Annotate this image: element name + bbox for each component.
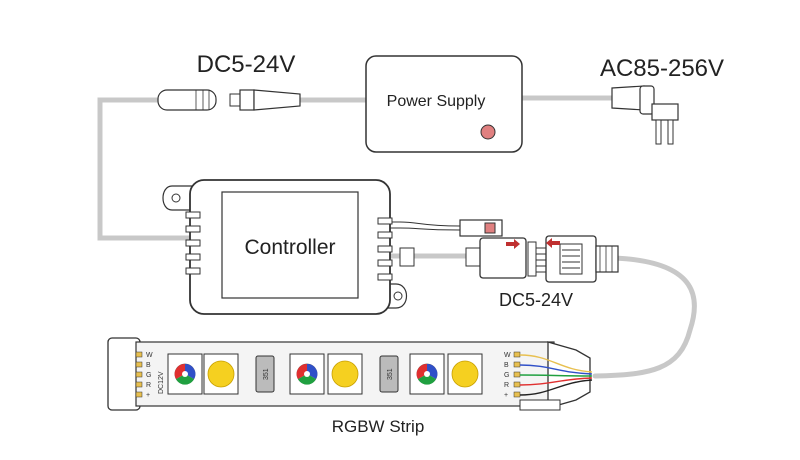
led-group-1: 351 <box>167 353 275 395</box>
right-pins: W B G R + <box>504 351 521 399</box>
left-pin-g: G <box>146 372 151 379</box>
wire-black <box>519 379 593 396</box>
dc-female-jack <box>157 89 217 111</box>
dc-output-label: DC5-24V <box>499 290 573 310</box>
ir-sensor <box>459 219 503 237</box>
ac-input-label: AC85-256V <box>600 55 724 82</box>
wire-blue <box>519 364 593 375</box>
thin-leads <box>388 221 461 231</box>
wire-red <box>519 377 593 386</box>
resistor-1 <box>255 355 275 393</box>
wire-green <box>519 374 593 377</box>
female-connector <box>479 237 527 279</box>
cable-output-to-strip <box>592 255 697 379</box>
dc-male-plug <box>229 89 301 111</box>
controller-label: Controller <box>244 236 335 259</box>
left-pins: W B G R + <box>135 351 153 399</box>
arrow-icon-2 <box>546 238 560 248</box>
ac-plug <box>611 85 679 145</box>
dc-input-label: DC5-24V <box>197 51 296 78</box>
wire-white <box>519 354 593 373</box>
rgbw-strip: W B G R + DC12V 351 <box>107 337 593 411</box>
left-pin-b: B <box>146 362 151 369</box>
left-pin-r: R <box>146 382 151 389</box>
left-pin-plus: + <box>146 392 150 399</box>
strip-wires <box>519 354 593 396</box>
lead-to-ir-sensor-2 <box>388 227 461 231</box>
left-pin-w: W <box>146 352 153 359</box>
power-supply-label: Power Supply <box>387 93 486 110</box>
arrow-icon <box>506 239 520 249</box>
strip-voltage-label: DC12V <box>158 371 165 394</box>
led-group-3 <box>409 353 483 395</box>
right-pin-r: R <box>504 382 509 389</box>
right-pin-g: G <box>504 372 509 379</box>
right-pin-b: B <box>504 362 509 369</box>
strip-label: RGBW Strip <box>332 417 425 436</box>
psu-indicator-led <box>480 124 496 140</box>
lead-to-ir-sensor <box>388 221 461 227</box>
controller <box>162 179 408 315</box>
resistor-2 <box>379 355 399 393</box>
power-supply <box>365 55 523 153</box>
cable-dc-jack-to-controller <box>97 97 195 241</box>
right-pin-plus: + <box>504 392 508 399</box>
male-pin-header <box>527 235 619 283</box>
right-pin-w: W <box>504 352 511 359</box>
led-group-2: 351 <box>289 353 399 395</box>
chip-code-2: 351 <box>387 368 394 380</box>
chip-code-1: 351 <box>263 368 270 380</box>
